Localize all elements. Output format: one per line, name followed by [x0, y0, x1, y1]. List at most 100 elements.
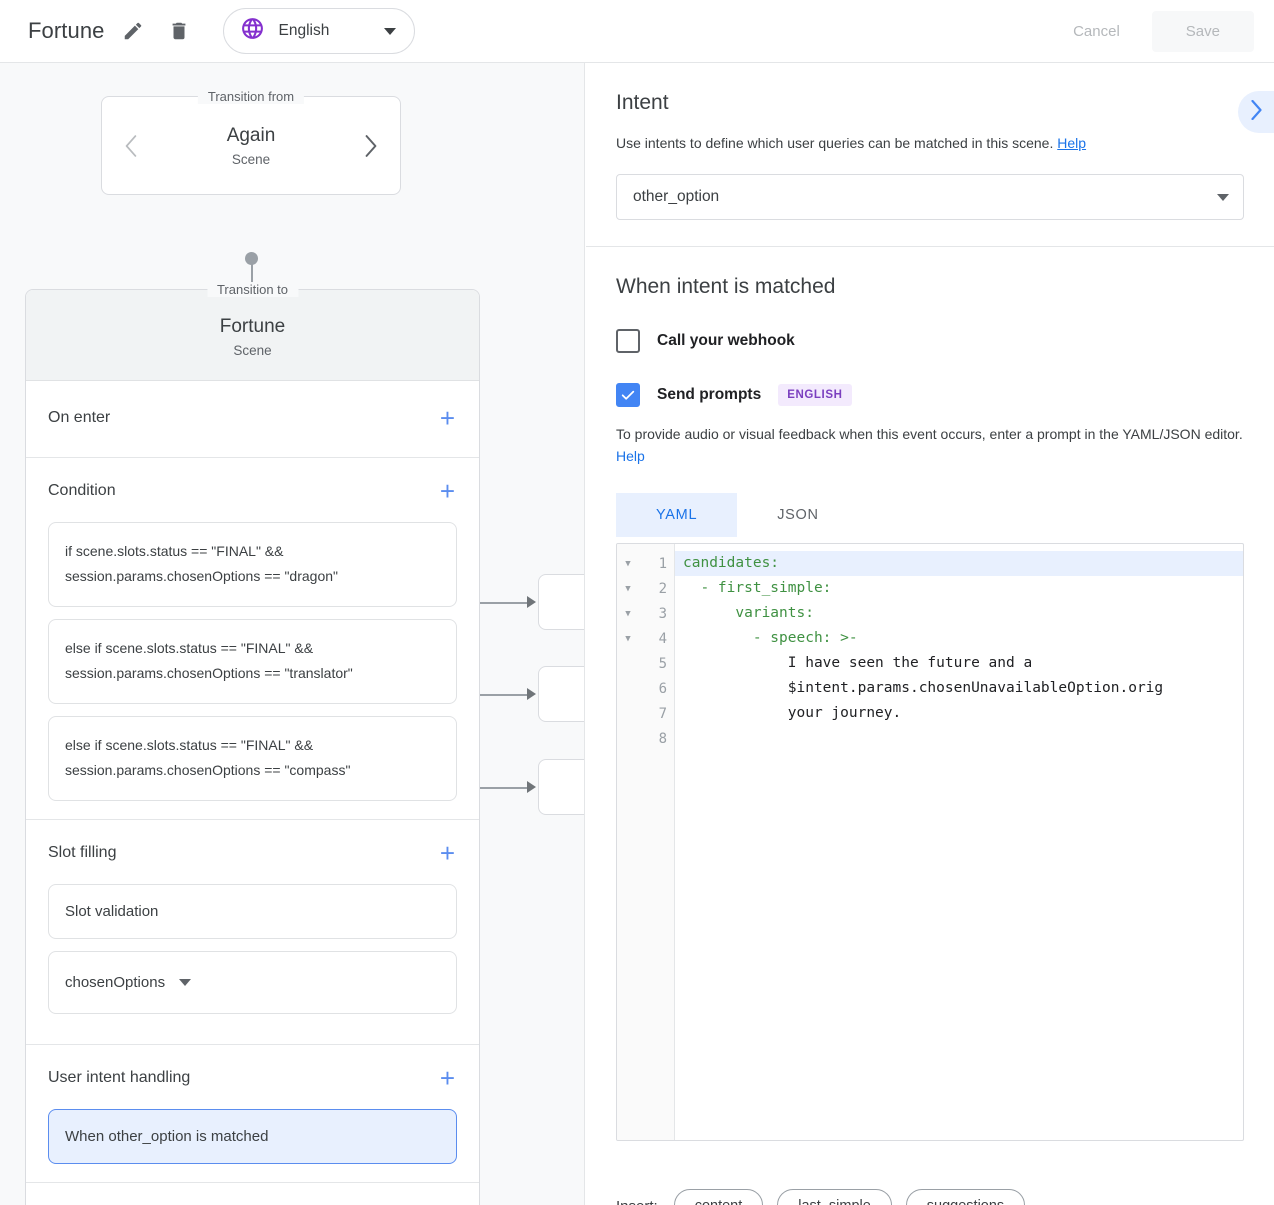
- caret-down-icon[interactable]: [179, 978, 192, 986]
- condition-target-card[interactable]: [538, 666, 584, 722]
- plus-icon[interactable]: +: [439, 837, 455, 868]
- code-line-text: variants:: [683, 605, 814, 622]
- prompts-help-link[interactable]: Help: [616, 447, 645, 464]
- transition-from-legend: Transition from: [197, 89, 305, 104]
- plus-icon[interactable]: +: [439, 403, 455, 433]
- user-intent-item-other-option[interactable]: When other_option is matched: [48, 1108, 457, 1164]
- line-number: 7: [658, 705, 667, 722]
- intent-heading: Intent: [616, 91, 669, 114]
- line-number: 5: [658, 655, 667, 672]
- plus-icon[interactable]: +: [439, 1062, 455, 1093]
- condition-line-1: else if scene.slots.status == "FINAL" &&: [65, 639, 314, 656]
- details-panel: Intent Use intents to define which user …: [586, 63, 1274, 1205]
- fold-toggle-icon[interactable]: ▼: [625, 633, 631, 644]
- section-on-enter: On enter +: [26, 381, 479, 458]
- tab-json[interactable]: JSON: [777, 507, 819, 524]
- condition-connector-line: [462, 787, 530, 789]
- condition-connector-arrow-icon: [527, 596, 536, 608]
- chevron-left-icon[interactable]: [118, 134, 144, 157]
- trash-icon[interactable]: [161, 13, 197, 49]
- condition-line-2: session.params.chosenOptions == "compass…: [65, 762, 351, 779]
- transition-from-body: Again Scene: [144, 125, 358, 167]
- cancel-button[interactable]: Cancel: [1051, 13, 1142, 50]
- section-title-condition: Condition: [48, 482, 116, 499]
- chevron-right-icon: [1250, 99, 1263, 125]
- line-number: 3: [658, 605, 667, 622]
- insert-chip-content[interactable]: content: [673, 1189, 764, 1205]
- slot-item-chosenoptions[interactable]: chosenOptions: [48, 950, 457, 1014]
- transition-to-header[interactable]: Fortune Scene: [26, 290, 479, 381]
- matched-heading: When intent is matched: [616, 275, 836, 298]
- transition-from-name: Again: [226, 124, 276, 146]
- intent-select-value: other_option: [633, 188, 720, 205]
- scene-canvas: Transition from Again Scene: [0, 63, 585, 1205]
- section-title-on-enter: On enter: [48, 409, 111, 426]
- transition-from-card[interactable]: Transition from Again Scene: [101, 89, 401, 195]
- fold-toggle-icon[interactable]: ▼: [625, 583, 631, 594]
- fold-toggle-icon[interactable]: ▼: [625, 558, 631, 569]
- send-prompts-checkbox[interactable]: [616, 383, 640, 407]
- condition-connector-line: [462, 602, 530, 604]
- transition-to-subtitle: Scene: [233, 343, 272, 358]
- intent-description-text: Use intents to define which user queries…: [616, 135, 1054, 151]
- check-icon: [621, 390, 635, 400]
- condition-line-1: else if scene.slots.status == "FINAL" &&: [65, 736, 314, 753]
- prompts-helper-text: To provide audio or visual feedback when…: [616, 424, 1244, 467]
- insert-chip-last-simple[interactable]: last_simple: [777, 1189, 892, 1205]
- code-line: candidates:: [675, 551, 1243, 577]
- line-number: 6: [658, 680, 667, 697]
- section-slot-filling: Slot filling + Slot validation chosenOpt…: [26, 820, 479, 1045]
- top-bar: Fortune English Cancel Save: [0, 0, 1274, 63]
- chevron-right-icon[interactable]: [358, 134, 384, 157]
- condition-connector-arrow-icon: [527, 688, 536, 700]
- condition-target-card[interactable]: [538, 759, 584, 815]
- line-number: 2: [658, 580, 667, 597]
- code-line: - speech: >-: [675, 626, 1243, 651]
- condition-target-card[interactable]: [538, 574, 584, 630]
- language-selector[interactable]: English: [222, 8, 415, 54]
- condition-line-2: session.params.chosenOptions == "transla…: [65, 665, 353, 682]
- transition-to-card: Transition to Fortune Scene On enter + C…: [25, 282, 480, 1205]
- editor-gutter: ▼1 ▼2 ▼3 ▼4 5 6 7 8: [617, 544, 675, 1141]
- line-number: 4: [658, 630, 667, 647]
- intent-description: Use intents to define which user queries…: [616, 135, 1244, 151]
- yaml-editor[interactable]: ▼1 ▼2 ▼3 ▼4 5 6 7 8 candidates: - first_…: [616, 543, 1244, 1142]
- plus-icon[interactable]: +: [439, 476, 455, 506]
- condition-item[interactable]: else if scene.slots.status == "FINAL" &&…: [48, 715, 457, 801]
- condition-line-2: session.params.chosenOptions == "dragon": [65, 568, 338, 585]
- tab-yaml[interactable]: YAML: [616, 493, 738, 538]
- slot-validation-item[interactable]: Slot validation: [48, 883, 457, 939]
- condition-connector-line: [462, 694, 530, 696]
- call-webhook-label: Call your webhook: [657, 332, 795, 349]
- condition-item[interactable]: else if scene.slots.status == "FINAL" &&…: [48, 618, 457, 704]
- editor-code-area[interactable]: candidates: - first_simple: variants: - …: [675, 544, 1243, 1140]
- send-prompts-row: Send prompts ENGLISH: [616, 383, 1244, 407]
- editor-format-tabs: YAML JSON: [616, 493, 1244, 538]
- intent-help-link[interactable]: Help: [1057, 135, 1087, 151]
- insert-chip-suggestions[interactable]: suggestions: [905, 1189, 1026, 1205]
- transition-to-name: Fortune: [219, 316, 286, 337]
- code-line-text: I have seen the future and a: [683, 655, 1033, 672]
- section-user-intent-handling: User intent handling + When other_option…: [26, 1045, 479, 1183]
- fold-toggle-icon[interactable]: ▼: [625, 608, 631, 619]
- expand-panel-button[interactable]: [1238, 91, 1274, 133]
- condition-item[interactable]: if scene.slots.status == "FINAL" && sess…: [48, 522, 457, 607]
- language-badge: ENGLISH: [778, 384, 852, 406]
- globe-icon: [240, 16, 265, 46]
- webhook-row: Call your webhook: [616, 329, 1244, 353]
- code-line-text: - speech: >-: [683, 630, 858, 647]
- connector-dot: [245, 252, 258, 265]
- insert-row: Insert: content last_simple suggestions: [586, 1167, 1274, 1205]
- intent-select[interactable]: other_option: [616, 174, 1244, 220]
- intent-section: Intent Use intents to define which user …: [586, 63, 1274, 246]
- send-prompts-label: Send prompts: [657, 386, 762, 403]
- code-line: I have seen the future and a: [675, 651, 1243, 676]
- language-label: English: [278, 22, 330, 39]
- call-webhook-checkbox[interactable]: [616, 329, 640, 353]
- chevron-down-icon: [383, 27, 396, 35]
- insert-label: Insert:: [616, 1198, 658, 1205]
- save-button[interactable]: Save: [1151, 10, 1254, 52]
- pencil-icon[interactable]: [115, 13, 151, 49]
- code-line: [675, 726, 1243, 751]
